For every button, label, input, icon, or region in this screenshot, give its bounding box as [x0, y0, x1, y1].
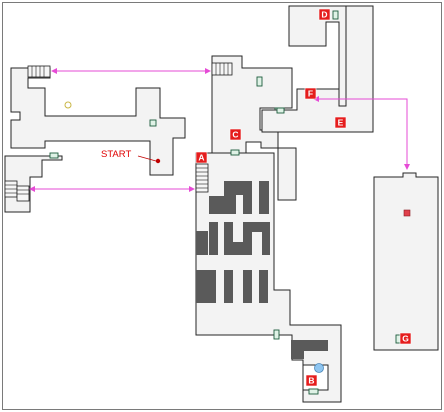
door-lower-east	[273, 329, 280, 340]
obstacle-hall-10	[243, 222, 252, 255]
obstacle-hall-11	[252, 222, 262, 232]
start-pointer-line	[137, 155, 157, 162]
svg-text:B: B	[308, 376, 314, 386]
obstacle-hall-5	[259, 181, 269, 214]
stairs-central-west	[195, 163, 209, 193]
link-west-upper-to-central-north	[51, 68, 211, 74]
svg-text:A: A	[198, 153, 204, 163]
obstacle-hall-12	[262, 222, 270, 255]
marker-e: E	[334, 116, 347, 129]
obstacle-hall-14	[224, 270, 233, 303]
marker-a: A	[195, 151, 208, 164]
item-blue-orb	[314, 363, 324, 373]
marker-g: G	[399, 332, 412, 345]
stairs-central-west-steps	[196, 167, 208, 189]
room-central-hall	[195, 152, 342, 403]
svg-text:E: E	[338, 118, 344, 128]
item-yellow-ring	[64, 101, 72, 109]
item-red-square	[403, 209, 411, 217]
link-west-lower-to-central-hall	[29, 186, 195, 192]
obstacle-hall-8	[224, 222, 233, 255]
marker-b: B	[305, 374, 318, 387]
room-e-gallery	[261, 5, 374, 133]
marker-f: F	[304, 87, 317, 100]
obstacle-hall-7	[209, 222, 218, 255]
svg-text:C: C	[232, 130, 238, 140]
room-central-north	[211, 55, 297, 201]
door-west-corridor	[149, 119, 157, 127]
door-central-north	[256, 76, 263, 87]
stairs-central-north-steps	[215, 63, 229, 75]
room-west-upper-hall	[10, 67, 186, 176]
obstacle-hall-2	[224, 181, 236, 214]
obstacle-hall-15	[243, 270, 252, 303]
marker-d: D	[318, 8, 331, 21]
marker-c: C	[229, 128, 242, 141]
stairs-west-lower-2-steps	[17, 189, 29, 195]
obstacle-hall-13	[196, 270, 216, 303]
room-east-tower	[373, 172, 439, 351]
obstacle-lower-ledge-1	[291, 340, 328, 351]
stairs-west-lower-2	[16, 185, 30, 202]
obstacle-hall-6	[196, 231, 208, 255]
door-b	[308, 388, 319, 395]
start-label: START	[101, 149, 131, 160]
svg-text:G: G	[402, 334, 409, 344]
stairs-central-north	[211, 62, 233, 76]
door-e-west	[276, 107, 285, 114]
obstacle-hall-16	[259, 270, 268, 303]
obstacle-lower-ledge-2	[291, 351, 304, 359]
svg-text:F: F	[308, 89, 313, 99]
door-d	[332, 10, 339, 20]
stairs-west-upper	[27, 65, 51, 78]
start-point-dot	[155, 158, 161, 164]
svg-text:D: D	[321, 10, 327, 20]
door-c	[230, 149, 240, 156]
obstacle-hall-1	[209, 196, 224, 214]
obstacle-hall-4	[243, 181, 252, 214]
door-west-lower	[49, 152, 59, 159]
stairs-west-lower-steps	[5, 184, 17, 194]
stairs-west-upper-steps	[31, 66, 45, 77]
